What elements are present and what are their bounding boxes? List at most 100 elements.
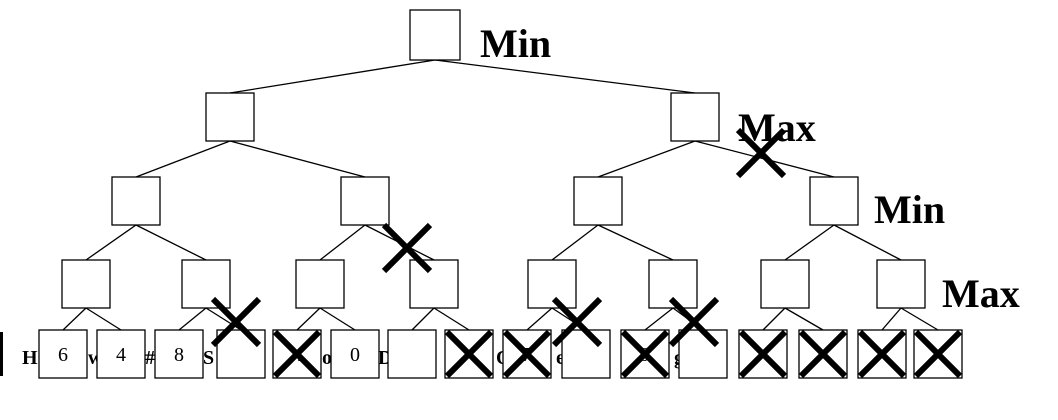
root-node — [409, 9, 461, 61]
node-box — [205, 92, 255, 142]
level-label-min: Min — [874, 187, 945, 232]
leaf-value: 4 — [116, 344, 126, 366]
tree-edge — [762, 307, 786, 331]
node-box — [181, 259, 231, 309]
min-node — [573, 176, 623, 226]
tree-edge — [135, 140, 231, 178]
bg-fragment: e — [556, 347, 565, 369]
leaf-value: 0 — [350, 344, 360, 366]
tree-edge — [85, 224, 137, 261]
max-leaf-parent-node — [760, 259, 810, 309]
prune-leaf-cross — [798, 329, 848, 379]
node-box — [573, 176, 623, 226]
max-leaf-parent-node — [409, 259, 459, 309]
tree-edge — [229, 59, 436, 94]
node-box — [527, 259, 577, 309]
max-leaf-parent-node — [527, 259, 577, 309]
prune-stroke — [551, 296, 603, 348]
tree-edge — [319, 224, 366, 261]
prune-stroke — [502, 329, 552, 379]
prune-edge-cross — [210, 296, 262, 348]
prune-edge-cross — [668, 296, 720, 348]
tree-edge — [85, 307, 122, 331]
tree-edge — [62, 307, 87, 331]
tree-edge — [833, 224, 902, 261]
tree-edge — [434, 59, 696, 94]
prune-stroke — [620, 329, 670, 379]
node-box — [96, 329, 146, 379]
max-leaf-parent-node — [61, 259, 111, 309]
leaf-node — [678, 329, 728, 379]
prune-stroke — [738, 329, 788, 379]
tree-edge — [135, 224, 207, 261]
tree-edge — [411, 307, 435, 331]
prune-leaf-cross — [913, 329, 963, 379]
prune-stroke — [210, 296, 262, 348]
leaf-node: 4 — [96, 329, 146, 379]
node-box — [876, 259, 926, 309]
tree-edge — [784, 307, 824, 331]
bg-fragment: S — [203, 347, 214, 369]
leaf-value: 8 — [174, 344, 184, 366]
leaf-node: 0 — [330, 329, 380, 379]
node-box — [561, 329, 611, 379]
node-box — [670, 92, 720, 142]
node-box — [809, 176, 859, 226]
max-leaf-parent-node — [295, 259, 345, 309]
min-node — [809, 176, 859, 226]
tree-edge — [881, 307, 902, 331]
tree-edge — [229, 140, 366, 178]
prune-leaf-cross — [857, 329, 907, 379]
min-node — [111, 176, 161, 226]
node-box — [387, 329, 437, 379]
node-box — [409, 259, 459, 309]
bg-fragment: # — [145, 347, 155, 369]
node-box — [330, 329, 380, 379]
prune-stroke — [381, 222, 433, 274]
prune-stroke — [272, 329, 322, 379]
node-box — [678, 329, 728, 379]
leaf-node — [561, 329, 611, 379]
min-node — [340, 176, 390, 226]
bg-fragment: o — [322, 347, 332, 369]
prune-stroke — [668, 296, 720, 348]
node-box — [61, 259, 111, 309]
node-box — [154, 329, 204, 379]
tree-edge — [526, 307, 553, 331]
prune-stroke — [913, 329, 963, 379]
tree-edge — [644, 307, 674, 331]
node-box — [111, 176, 161, 226]
tree-edge — [784, 224, 835, 261]
bg-fragment: H — [22, 347, 38, 369]
tree-edge — [178, 307, 207, 331]
prune-stroke — [798, 329, 848, 379]
node-box — [295, 259, 345, 309]
tree-edge — [296, 307, 321, 331]
prune-edge-cross — [381, 222, 433, 274]
prune-stroke — [444, 329, 494, 379]
prune-leaf-cross — [738, 329, 788, 379]
node-box — [38, 329, 88, 379]
leaf-node: 6 — [38, 329, 88, 379]
level-label-max: Max — [738, 105, 816, 150]
prune-stroke — [735, 127, 787, 179]
tree-edge — [551, 224, 599, 261]
prune-stroke — [857, 329, 907, 379]
leaf-value: 6 — [58, 344, 68, 366]
node-box — [409, 9, 461, 61]
prune-leaf-cross — [444, 329, 494, 379]
leaf-node — [387, 329, 437, 379]
node-box — [340, 176, 390, 226]
prune-marks — [0, 127, 963, 379]
tree-edge — [597, 224, 674, 261]
prune-leaf-cross — [620, 329, 670, 379]
tree-edge — [900, 307, 939, 331]
prune-edge-cross — [551, 296, 603, 348]
max-node — [205, 92, 255, 142]
tree-edge — [319, 307, 356, 331]
leaf-node: 8 — [154, 329, 204, 379]
prune-edge-cross — [735, 127, 787, 179]
level-label-max-bottom: Max — [942, 271, 1020, 316]
leaf-node — [216, 329, 266, 379]
